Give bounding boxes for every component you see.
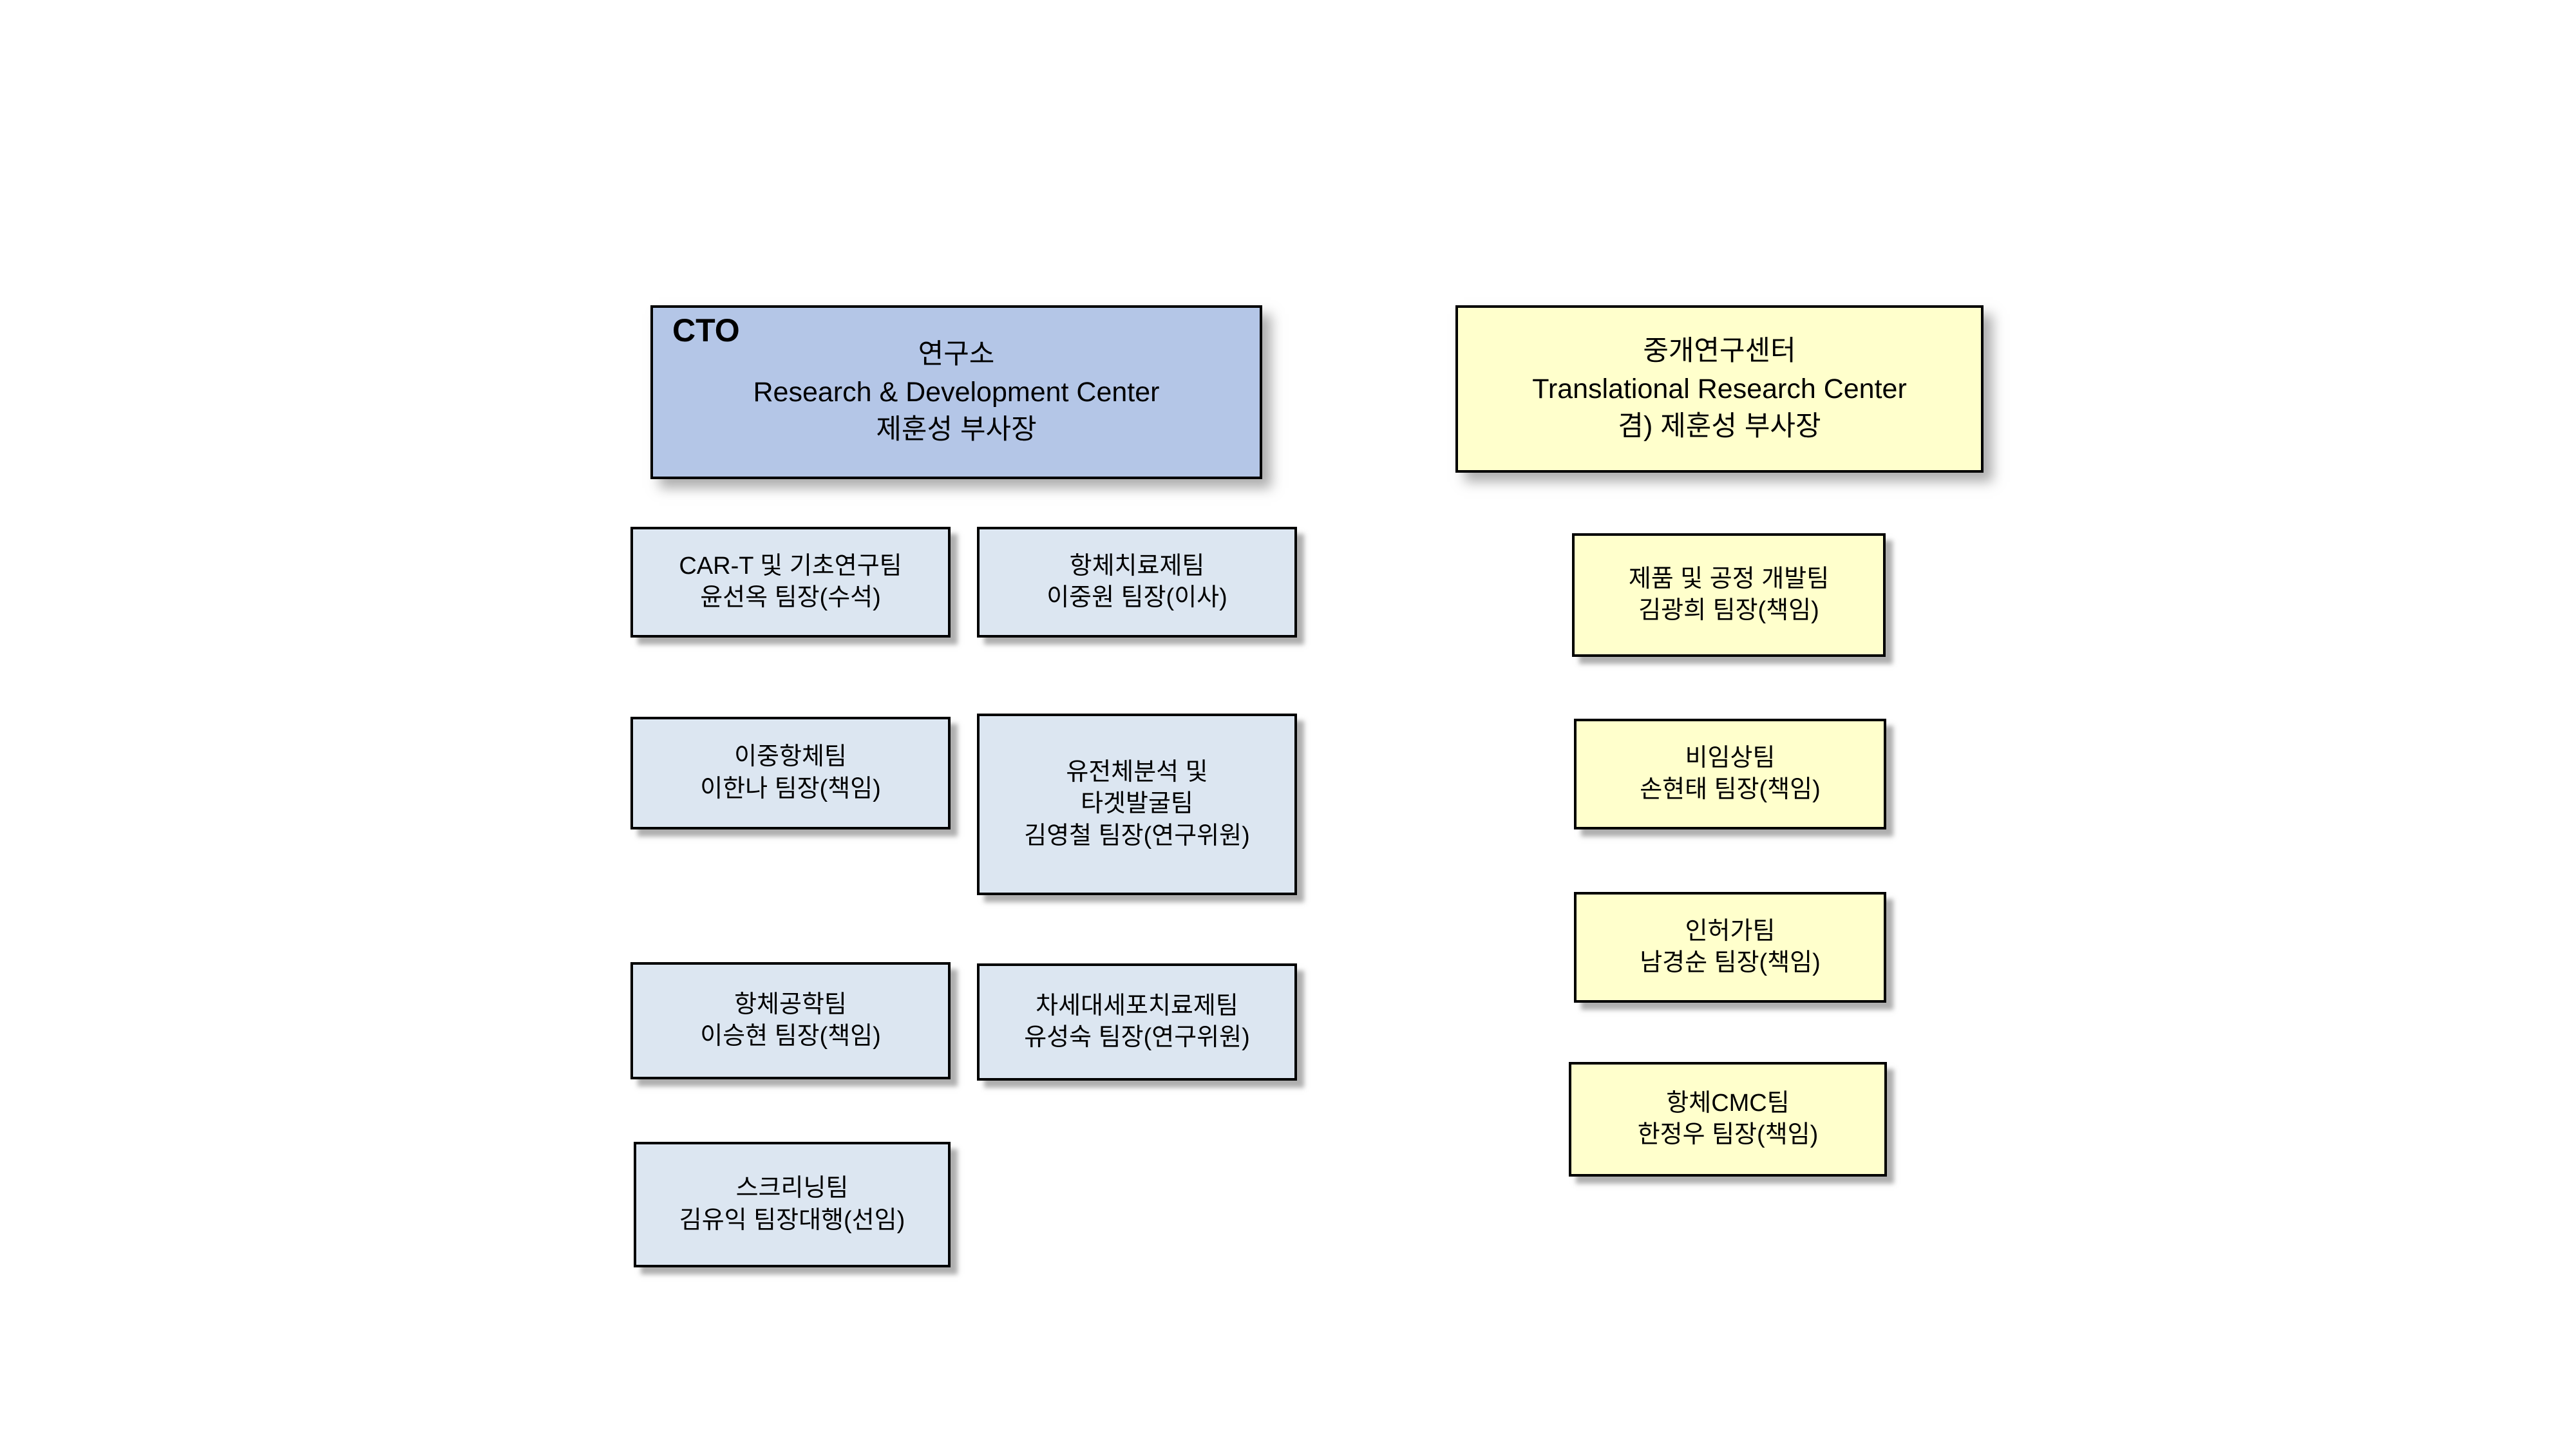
- team-lead: 이승현 팀장(책임): [700, 1023, 881, 1050]
- team-lead: 윤선옥 팀장(수석): [700, 584, 881, 611]
- team-lead: 김광희 팀장(책임): [1638, 597, 1819, 624]
- cto-label: CTO: [672, 312, 740, 348]
- org-box-trc-center: 중개연구센터 Translational Research Center 겸) …: [1455, 305, 1984, 473]
- team-name: 항체CMC팀: [1666, 1089, 1790, 1117]
- org-box-product-process-development-team: 제품 및 공정 개발팀 김광희 팀장(책임): [1572, 533, 1886, 657]
- org-box-cart-and-basic-research-team: CAR-T 및 기초연구팀 윤선옥 팀장(수석): [630, 527, 951, 638]
- team-name: 이중항체팀: [734, 743, 847, 771]
- org-box-regulatory-affairs-team: 인허가팀 남경순 팀장(책임): [1574, 892, 1886, 1003]
- team-name: 비임상팀: [1685, 744, 1776, 772]
- rnd-center-name-ko: 연구소: [918, 339, 995, 370]
- team-lead: 한정우 팀장(책임): [1637, 1121, 1819, 1148]
- org-box-screening-team: 스크리닝팀 김유익 팀장대행(선임): [634, 1142, 951, 1267]
- team-name-line1: 유전체분석 및: [1066, 758, 1208, 786]
- org-box-rnd-center: CTO 연구소 Research & Development Center 제훈…: [650, 305, 1262, 479]
- team-name: 항체공학팀: [734, 990, 847, 1018]
- team-name: 차세대세포치료제팀: [1036, 992, 1238, 1019]
- team-name: 스크리닝팀: [735, 1175, 849, 1202]
- team-name-line2: 타겟발굴팀: [1081, 790, 1193, 818]
- team-lead: 손현태 팀장(책임): [1640, 776, 1821, 803]
- team-lead: 김유익 팀장대행(선임): [679, 1206, 905, 1234]
- org-box-antibody-therapeutics-team: 항체치료제팀 이중원 팀장(이사): [977, 527, 1297, 638]
- org-box-antibody-engineering-team: 항체공학팀 이승현 팀장(책임): [630, 962, 951, 1079]
- rnd-center-head: 제훈성 부사장: [876, 414, 1037, 446]
- team-name: 인허가팀: [1685, 917, 1776, 945]
- team-lead: 유성숙 팀장(연구위원): [1024, 1024, 1250, 1051]
- trc-center-name-en: Translational Research Center: [1532, 373, 1907, 404]
- team-name: CAR-T 및 기초연구팀: [679, 552, 902, 580]
- team-lead: 김영철 팀장(연구위원): [1024, 822, 1250, 849]
- team-name: 제품 및 공정 개발팀: [1628, 565, 1830, 592]
- team-lead: 남경순 팀장(책임): [1640, 949, 1821, 976]
- org-box-nonclinical-team: 비임상팀 손현태 팀장(책임): [1574, 719, 1886, 829]
- rnd-center-name-en: Research & Development Center: [753, 376, 1160, 408]
- trc-center-head: 겸) 제훈성 부사장: [1618, 411, 1821, 442]
- org-box-antibody-cmc-team: 항체CMC팀 한정우 팀장(책임): [1569, 1062, 1887, 1177]
- org-box-bispecific-antibody-team: 이중항체팀 이한나 팀장(책임): [630, 717, 951, 829]
- team-lead: 이한나 팀장(책임): [700, 775, 881, 802]
- org-box-next-gen-cell-therapy-team: 차세대세포치료제팀 유성숙 팀장(연구위원): [977, 963, 1297, 1081]
- trc-center-name-ko: 중개연구센터: [1643, 336, 1796, 367]
- org-box-genome-analysis-target-discovery-team: 유전체분석 및 타겟발굴팀 김영철 팀장(연구위원): [977, 714, 1297, 895]
- team-name: 항체치료제팀: [1069, 552, 1205, 580]
- team-lead: 이중원 팀장(이사): [1046, 584, 1227, 611]
